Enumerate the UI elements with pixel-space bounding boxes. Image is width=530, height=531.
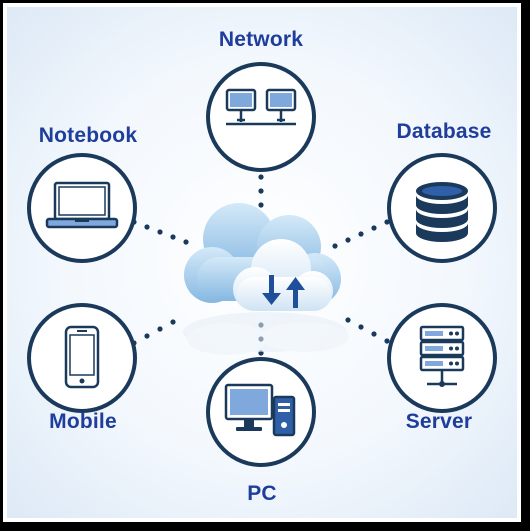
- pc-label: PC: [247, 482, 277, 505]
- notebook-label: Notebook: [38, 124, 138, 147]
- connector-mobile: [131, 319, 176, 346]
- server-label: Server: [405, 410, 473, 433]
- database-label: Database: [396, 120, 492, 143]
- server-node: [387, 303, 497, 413]
- laptop-icon: [45, 181, 119, 229]
- network-icon: [225, 88, 297, 126]
- server-icon: [419, 325, 465, 387]
- cloud-icon: [184, 203, 341, 311]
- network-label: Network: [218, 28, 304, 51]
- connector-notebook: [131, 219, 189, 245]
- connections-layer: [131, 174, 390, 356]
- database-icon: [416, 182, 468, 242]
- pc-node: [206, 357, 316, 467]
- cloud-reflection: [183, 312, 349, 355]
- network-node: [206, 62, 316, 172]
- mobile-label: Mobile: [49, 410, 117, 433]
- desktop-pc-icon: [224, 383, 296, 437]
- connector-network: [258, 174, 264, 208]
- image-frame: Network Notebook Database: [3, 3, 521, 522]
- connector-server: [345, 317, 390, 344]
- mobile-phone-icon: [64, 325, 100, 389]
- database-node: [387, 153, 497, 263]
- diagram-canvas: Network Notebook Database: [7, 7, 517, 518]
- connector-database: [332, 219, 390, 249]
- transfer-arrows-icon: [262, 275, 305, 308]
- mobile-node: [27, 303, 137, 413]
- notebook-node: [27, 153, 137, 263]
